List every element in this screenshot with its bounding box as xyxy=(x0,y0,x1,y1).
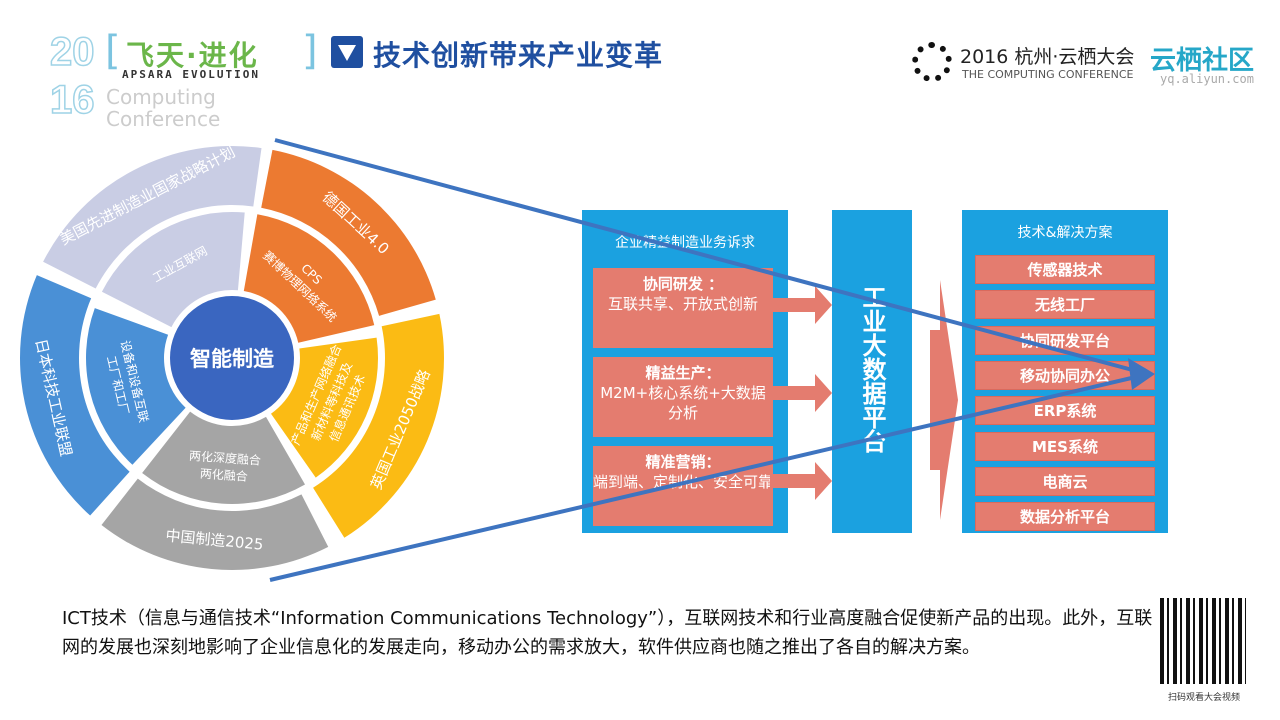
wheel-center-label: 智能制造 xyxy=(190,347,275,371)
qr-caption: 扫码观看大会视频 xyxy=(1167,693,1240,703)
platform-panel: 工业大数据平台 xyxy=(832,210,912,533)
qr-code xyxy=(1160,598,1246,684)
logo-sub2: Conference xyxy=(106,107,221,131)
needs-panel: 企业精益制造业务诉求 协同研发 ： 互联共享、开放式创新 精益生产： M2M+核心系… xyxy=(582,210,788,533)
need-item: 协同研发 ： 互联共享、开放式创新 xyxy=(593,268,773,348)
big-chevron-arrow-icon xyxy=(930,280,958,520)
solution-item: 数据分析平台 xyxy=(975,502,1155,532)
solution-item: 无线工厂 xyxy=(975,290,1155,320)
wheel-label: 两化融合 xyxy=(199,466,248,484)
need-body: 端到端、定制化、安全可靠 xyxy=(593,473,774,491)
need-item: 精益生产： M2M+核心系统+大数据分析 xyxy=(593,357,773,437)
need-body: M2M+核心系统+大数据分析 xyxy=(600,384,766,422)
description-text: ICT技术（信息与通信技术“Information Communications… xyxy=(62,608,1153,658)
need-body: 互联共享、开放式创新 xyxy=(607,295,758,313)
arrow-right-icon xyxy=(770,286,832,324)
wheel-center xyxy=(170,296,294,420)
need-head: 精益生产： xyxy=(645,364,721,382)
logo-sub1: Computing xyxy=(106,85,216,109)
need-head: 精准营销： xyxy=(645,453,721,471)
wheel-inner-segment xyxy=(85,308,186,465)
logo-year-bottom: 16 xyxy=(49,78,95,122)
wheel-outer-segment xyxy=(19,275,130,516)
logo-cn: 飞天·进化 xyxy=(126,39,259,72)
platform-label: 工业大数据平台 xyxy=(858,285,886,453)
apsara-logo: 20 16 [ 飞天·进化 APSARA EVOLUTION ] Computi… xyxy=(49,28,320,132)
logo-en: APSARA EVOLUTION xyxy=(122,68,260,81)
bracket-left: [ xyxy=(105,28,121,74)
solution-item: 协同研发平台 xyxy=(975,325,1155,355)
wheel-label: 两化深度融合 xyxy=(189,448,262,468)
logo-year-top: 20 xyxy=(49,30,95,74)
solution-item: 传感器技术 xyxy=(975,255,1155,284)
conference-logo-icon xyxy=(912,42,952,82)
solutions-panel: 技术&解决方案 传感器技术无线工厂协同研发平台移动协同办公 ERP系统 MES系统电… xyxy=(962,210,1168,533)
community-url: yq.aliyun.com xyxy=(1160,72,1254,86)
solution-item: ERP系统 xyxy=(975,396,1155,426)
solution-item: MES系统 xyxy=(975,431,1155,461)
wheel-outer-segment xyxy=(43,146,262,289)
arrow-right-icon xyxy=(770,374,832,412)
solution-item: 电商云 xyxy=(975,466,1155,496)
need-head: 协同研发 ： xyxy=(642,275,724,293)
community-logo: 云栖社区 xyxy=(1150,46,1255,76)
wheel-inner-segment xyxy=(142,411,305,504)
need-item: 精准营销： 端到端、定制化、安全可靠 xyxy=(593,446,773,526)
solution-item: 移动协同办公 xyxy=(975,360,1155,390)
arrow-right-icon xyxy=(770,462,832,500)
need-arrows xyxy=(770,286,832,500)
wheel-inner-segment xyxy=(101,212,245,328)
title-logo-icon xyxy=(331,36,363,68)
conference-name-en: THE COMPUTING CONFERENCE xyxy=(962,68,1134,81)
needs-title: 企业精益制造业务诉求 xyxy=(615,235,755,251)
conference-name: 2016 杭州·云栖大会 xyxy=(960,46,1135,68)
page-title: 技术创新带来产业变革 xyxy=(373,39,664,72)
solutions-title: 技术&解决方案 xyxy=(1017,225,1113,241)
bracket-right: ] xyxy=(302,28,318,74)
